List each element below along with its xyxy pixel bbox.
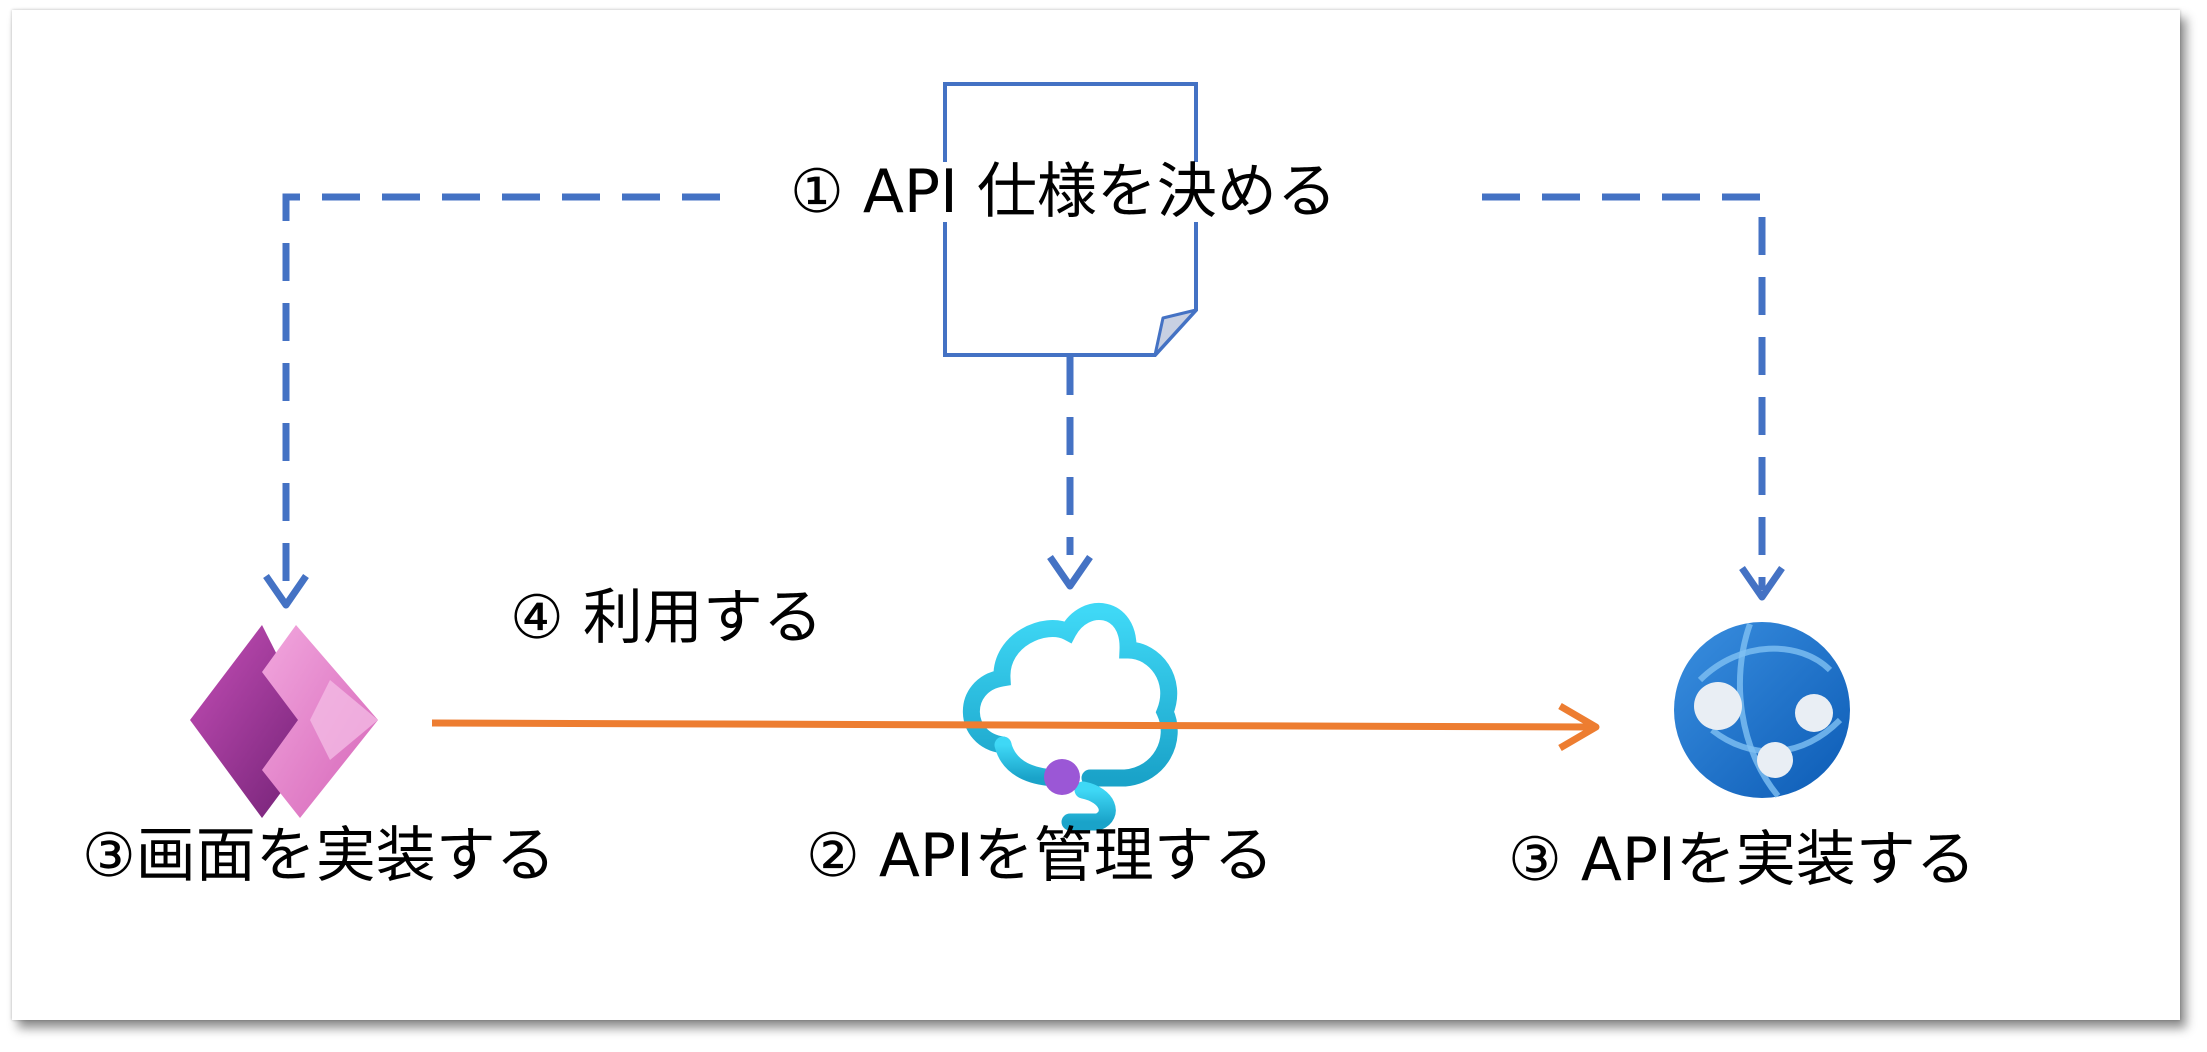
- dashed-arrow-to-gateway: [1047, 357, 1093, 590]
- dashed-arrow-to-frontend: [263, 193, 720, 609]
- step3-implement-api-label: ③ APIを実装する: [1508, 825, 1976, 895]
- usage-arrow: [431, 702, 1600, 752]
- step3-implement-screen-label: ③画面を実装する: [82, 821, 556, 891]
- api-management-cloud-icon: [962, 603, 1178, 831]
- power-apps-icon: [190, 625, 378, 818]
- app-service-globe-icon: [1674, 622, 1850, 798]
- step1-decide-spec-label: ① API 仕様を決める: [786, 162, 1341, 222]
- step2-manage-api-label: ② APIを管理する: [806, 821, 1274, 891]
- step4-use-label: ④ 利用する: [510, 583, 823, 653]
- dashed-arrow-to-backend: [1482, 193, 1785, 601]
